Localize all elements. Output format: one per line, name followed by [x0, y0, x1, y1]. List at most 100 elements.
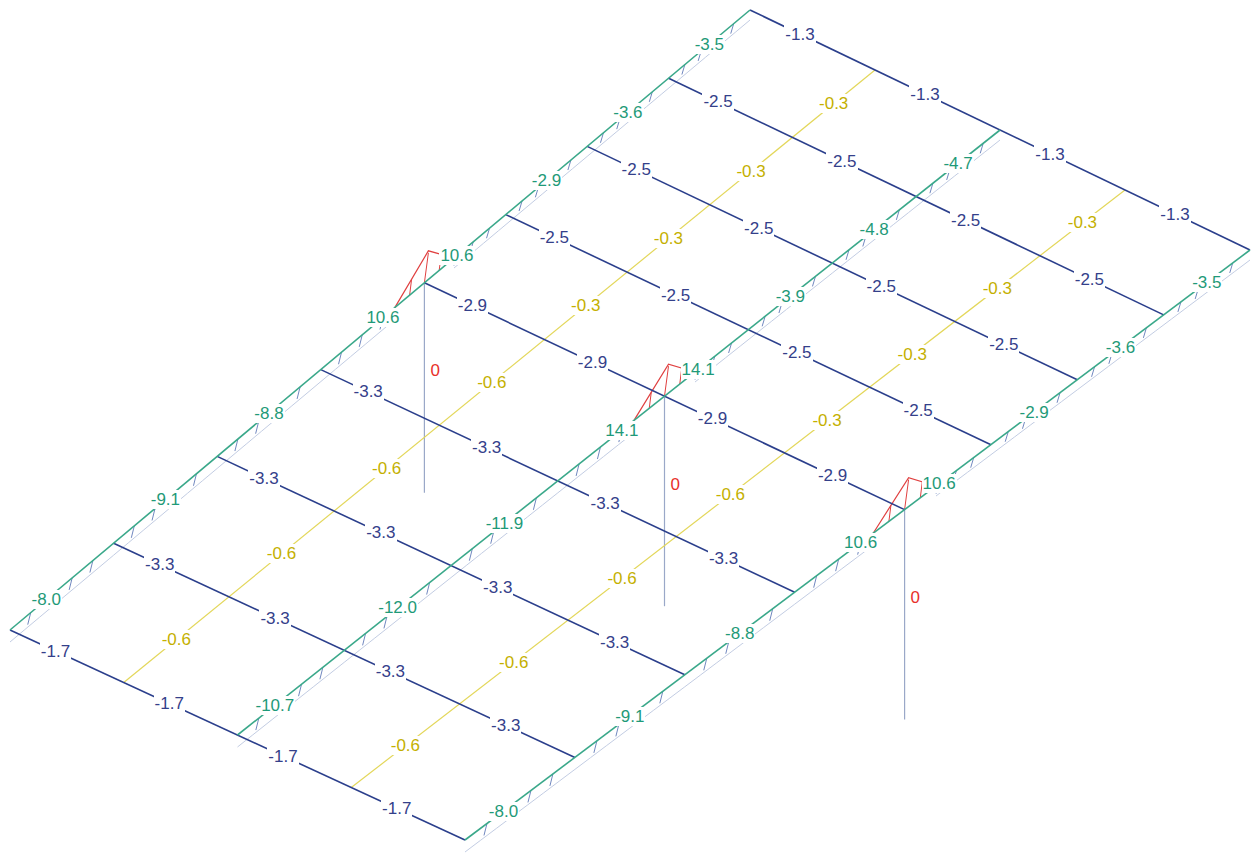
label-anchor: -9.1	[150, 490, 181, 509]
midline-moment: -0.6	[371, 459, 402, 478]
member-moment: -2.5	[621, 160, 652, 179]
column-line	[904, 510, 905, 720]
label-anchor: -3.3	[589, 494, 620, 513]
label-anchor: -0.6	[606, 569, 637, 588]
label-anchor: 10.6	[922, 474, 957, 493]
member-moment: -2.9	[817, 466, 848, 485]
beam-moment: -8.8	[724, 624, 755, 643]
member-moment: -2.5	[903, 401, 934, 420]
member-moment: -1.3	[1159, 205, 1190, 224]
member-moment: -2.5	[1074, 270, 1105, 289]
mid-member-line	[124, 70, 875, 683]
label-anchor: -3.3	[482, 578, 513, 597]
label-anchor: -2.9	[817, 466, 848, 485]
member-moment: -3.3	[144, 555, 175, 574]
label-anchor: -0.3	[735, 162, 766, 181]
label-anchor: -8.0	[31, 590, 62, 609]
label-anchor: 0	[910, 588, 921, 607]
member-moment: -1.7	[267, 747, 298, 766]
beam-line-group	[10, 10, 1250, 840]
member-moment: -3.3	[482, 578, 513, 597]
midline-moment: -0.6	[266, 544, 297, 563]
label-anchor: 10.6	[843, 533, 878, 552]
label-anchor: -3.3	[708, 549, 739, 568]
beam-moment: -3.6	[612, 103, 643, 122]
label-anchor: -2.5	[988, 335, 1019, 354]
member-moment: -1.7	[154, 694, 185, 713]
label-anchor: -0.3	[570, 296, 601, 315]
beam-moment: -3.5	[694, 35, 725, 54]
moment-envelope	[465, 545, 873, 852]
label-anchor: -8.0	[488, 802, 519, 821]
column-moment: 0	[910, 588, 921, 607]
label-anchor: -1.3	[1034, 145, 1065, 164]
moment-peak-hatch	[649, 392, 651, 408]
member-moment: -2.5	[826, 152, 857, 171]
beam-moment: -8.0	[488, 802, 519, 821]
label-anchor: -2.9	[577, 353, 608, 372]
label-anchor: -2.9	[531, 171, 562, 190]
label-anchor: -2.9	[1018, 403, 1049, 422]
moment-envelope	[454, 20, 750, 268]
member-moment: -3.3	[490, 716, 521, 735]
member-moment: -3.3	[471, 438, 502, 457]
beam-line	[465, 250, 1250, 840]
column-moment: 0	[670, 475, 681, 494]
beam-moment: 10.6	[843, 533, 878, 552]
midline-moment: -0.3	[735, 162, 766, 181]
moment-hatch-group	[28, 24, 1233, 836]
midline-moment: -0.3	[1067, 213, 1098, 232]
midline-moment: -0.6	[606, 569, 637, 588]
member-moment: -1.3	[909, 85, 940, 104]
label-anchor: -2.5	[903, 401, 934, 420]
label-anchor: -0.3	[1067, 213, 1098, 232]
label-anchor: 10.6	[439, 246, 474, 265]
label-anchor: -0.6	[371, 459, 402, 478]
column-line	[664, 396, 665, 606]
label-anchor: -2.5	[781, 343, 812, 362]
beam-moment: -4.8	[859, 220, 890, 239]
label-anchor: -10.7	[254, 696, 295, 715]
label-anchor: -3.3	[365, 523, 396, 542]
label-anchor: -4.7	[942, 154, 973, 173]
midline-moment: -0.6	[161, 630, 192, 649]
member-moment: -2.5	[743, 219, 774, 238]
label-anchor: -3.3	[353, 382, 384, 401]
beam-moment: 10.6	[922, 474, 957, 493]
midline-moment: -0.6	[498, 653, 529, 672]
moment-envelope	[695, 140, 1000, 382]
beam-moment: -8.8	[253, 404, 284, 423]
member-moment: -2.9	[457, 296, 488, 315]
beam-moment: -12.0	[377, 598, 418, 617]
label-anchor: -3.3	[599, 633, 630, 652]
label-anchor: 14.1	[681, 360, 716, 379]
member-moment: -3.3	[353, 382, 384, 401]
label-anchor: 10.6	[365, 308, 400, 327]
member-moment: -2.9	[577, 353, 608, 372]
label-anchor: -3.5	[1191, 273, 1222, 292]
label-anchor: -12.0	[377, 598, 418, 617]
label-anchor: -8.8	[724, 624, 755, 643]
moment-envelope	[10, 320, 395, 642]
label-anchor: -0.3	[653, 229, 684, 248]
label-anchor: 0	[429, 361, 440, 380]
mid-member-line-group	[124, 70, 1125, 788]
moment-peak-hatch	[424, 253, 428, 283]
beam-moment: -2.9	[531, 171, 562, 190]
column-line	[424, 283, 425, 493]
label-anchor: -0.6	[266, 544, 297, 563]
label-anchor: -3.3	[471, 438, 502, 457]
label-anchor: -0.3	[897, 345, 928, 364]
member-moment: -3.3	[365, 523, 396, 542]
beam-moment: -11.9	[485, 514, 525, 533]
label-anchor: -2.5	[950, 211, 981, 230]
moment-envelope-group	[10, 20, 1250, 852]
member-moment: -3.3	[599, 633, 630, 652]
member-moment: -2.5	[950, 211, 981, 230]
moment-envelope	[936, 260, 1250, 496]
label-anchor: -0.6	[715, 485, 746, 504]
beam-line	[10, 10, 750, 630]
beam-moment: -3.6	[1105, 338, 1136, 357]
member-moment: -3.3	[375, 662, 406, 681]
label-anchor: -1.7	[267, 747, 298, 766]
